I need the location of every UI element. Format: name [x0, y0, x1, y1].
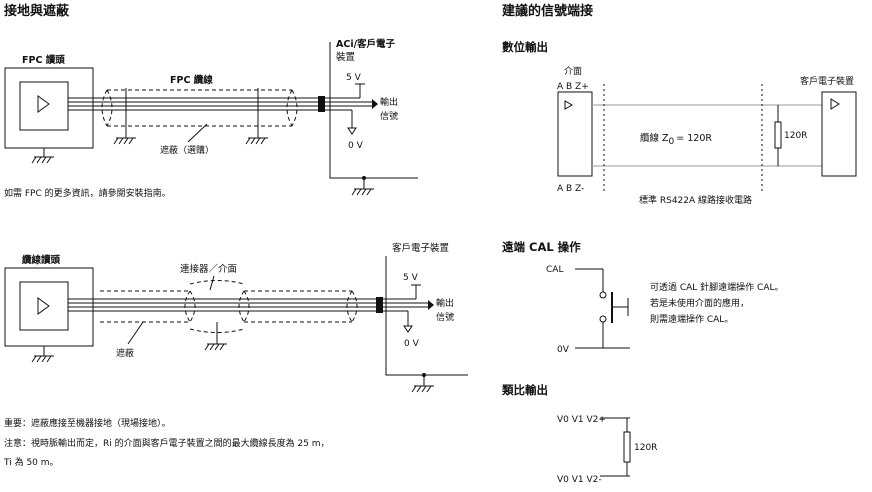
fpc-cable-ground-icon-1 — [113, 88, 136, 145]
fpc-cable-label: FPC 纜線 — [170, 74, 213, 86]
fpc-cable-wires — [93, 97, 318, 111]
cable-0v-label: 0 V — [404, 339, 420, 349]
cable-impedance-label: 纜線 Z0= 120R — [640, 132, 712, 147]
analog-bottom-label: V0 V1 V2- — [557, 475, 602, 485]
analog-top-label: V0 V1 V2+ — [557, 415, 606, 425]
fpc-cable-ground-icon-2 — [245, 88, 268, 145]
analog-output-title: 類比輸出 — [501, 383, 548, 397]
fpc-0v-ground-icon — [347, 127, 357, 135]
analog-resistor-label: 120R — [634, 443, 657, 453]
remote-cal-text-1: 可透過 CAL 針腳遠端操作 CAL。 — [650, 281, 784, 293]
cable-electronics-ground-icon — [411, 373, 434, 393]
cal-pin-label: CAL — [546, 265, 563, 275]
cable-shield-label: 遮蔽 — [116, 347, 134, 359]
termination-resistor-label: 120R — [784, 131, 807, 141]
abz-minus-label: A B Z- — [557, 184, 584, 194]
cable-readhead-chip — [19, 281, 69, 331]
remote-cal-diagram: 遠端 CAL 操作 CAL 0V 可透過 CAL 針腳遠端操作 CAL。 若是未… — [502, 240, 784, 355]
cable-connector — [189, 280, 250, 333]
cable-output-label-1: 輸出 — [436, 297, 454, 309]
fpc-output-label-1: 輸出 — [380, 96, 398, 108]
fpc-connector-pins — [318, 96, 325, 112]
fpc-readhead-chip — [19, 81, 69, 131]
remote-cal-text-2: 若是未使用介面的應用， — [650, 297, 749, 309]
zero-volt-label: 0V — [557, 345, 570, 355]
termination-resistor — [774, 121, 782, 149]
fpc-electronics-enclosure — [329, 42, 418, 179]
cable-readhead-ground-icon — [31, 346, 54, 363]
left-section-title: 接地與遮蔽 — [4, 3, 70, 19]
rs422-receiver-label: 標準 RS422A 線路接收電路 — [639, 194, 752, 206]
important-note: 重要：遮蔽應接至機器接地（現場接地）。 — [4, 417, 171, 429]
receiver-icon — [830, 98, 840, 110]
cable-electronics-enclosure — [385, 256, 468, 376]
pushbutton-switch-icon — [611, 292, 629, 323]
switch-contact-bottom — [599, 315, 607, 323]
interface-label: 介面 — [564, 66, 582, 77]
interface-driver-icon — [564, 100, 574, 110]
digital-output-diagram: 數位輸出 介面 A B Z+ A B Z- 纜線 Z0= 120R 120R 客… — [502, 40, 857, 206]
cable-0v-ground-icon — [403, 325, 413, 333]
abz-plus-label: A B Z+ — [557, 82, 589, 92]
fpc-electronics-ground-icon — [351, 176, 374, 196]
fpc-output-arrow-icon — [372, 99, 378, 109]
digital-output-title: 數位輸出 — [502, 40, 548, 54]
cable-electronics-label: 客戶電子裝置 — [392, 242, 449, 254]
fpc-note: 如需 FPC 的更多資訊，請參閱安裝指南。 — [4, 187, 171, 199]
fpc-0v-label: 0 V — [348, 141, 364, 151]
cable-output-label-2: 信號 — [436, 311, 454, 323]
interface-box — [557, 91, 593, 177]
switch-contact-top — [599, 291, 607, 299]
cable-readhead-triangle-icon — [37, 297, 50, 315]
cable-shield-segment-2 — [244, 290, 358, 323]
right-section-title: 建議的信號端接 — [502, 3, 593, 19]
fpc-readhead-box — [4, 67, 94, 149]
cable-5v-label: 5 V — [403, 273, 419, 283]
remote-cal-text-3: 則需遠端操作 CAL。 — [650, 313, 733, 325]
note-line-2: Ti 為 50 m。 — [3, 456, 59, 468]
cable-connector-pins — [376, 297, 383, 313]
fpc-5v-label: 5 V — [346, 73, 362, 83]
cable-connector-label: 連接器／介面 — [180, 263, 237, 275]
cable-shield-segment-1 — [100, 290, 196, 323]
fpc-diagram: FPC 讀頭 FPC 纜線 — [4, 38, 418, 199]
fpc-electronics-label-1: ACi/客戶電子 — [336, 38, 396, 50]
customer-electronics-box — [821, 91, 857, 177]
fpc-shield-label: 遮蔽（選購） — [160, 144, 214, 156]
note-line-1: 注意：視時脈輸出而定，Ri 的介面與客戶電子裝置之間的最大纜線長度為 25 m， — [4, 437, 330, 449]
cable-diagram: 纜線讀頭 — [4, 242, 468, 393]
customer-electronics-label: 客戶電子裝置 — [800, 75, 854, 87]
fpc-readhead-label: FPC 讀頭 — [22, 54, 65, 66]
fpc-output-label-2: 信號 — [380, 110, 398, 122]
fpc-readhead-ground-icon — [31, 148, 54, 164]
analog-output-diagram: 類比輸出 V0 V1 V2+ 120R V0 V1 V2- — [501, 383, 657, 485]
remote-cal-title: 遠端 CAL 操作 — [502, 240, 581, 254]
cable-output-arrow-icon — [428, 300, 434, 310]
fpc-electronics-label-2: 裝置 — [336, 51, 355, 63]
cable-shield-leader — [127, 321, 144, 345]
cable-readhead-label: 纜線讀頭 — [22, 254, 61, 266]
cable-connector-ground-icon — [204, 322, 227, 351]
cable-wires — [93, 298, 376, 312]
fpc-shield-leader — [187, 123, 208, 143]
analog-resistor — [623, 431, 631, 463]
fpc-cable-shield — [101, 89, 298, 127]
fpc-readhead-triangle-icon — [37, 95, 50, 113]
